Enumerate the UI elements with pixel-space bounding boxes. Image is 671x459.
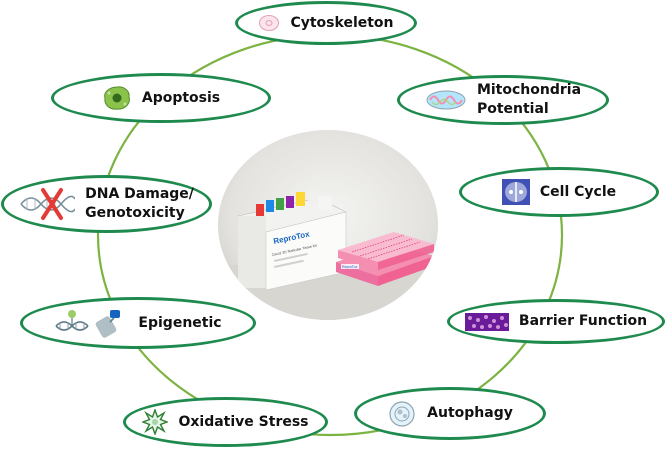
node-cytoskeleton[interactable]: Cytoskeleton bbox=[235, 1, 417, 45]
node-autophagy[interactable]: Autophagy bbox=[354, 387, 546, 440]
node-mitochondria[interactable]: Mitochondria Potential bbox=[397, 75, 609, 125]
node-cell-cycle[interactable]: Cell Cycle bbox=[459, 167, 659, 217]
plate-label-text: ReproTox bbox=[342, 265, 358, 269]
node-label: DNA Damage/ Genotoxicity bbox=[85, 186, 194, 221]
cell-division-icon bbox=[501, 179, 530, 205]
damaged-dna-icon bbox=[20, 188, 76, 220]
node-label: Autophagy bbox=[427, 405, 513, 421]
cell-outline-icon bbox=[259, 15, 280, 31]
node-label: Barrier Function bbox=[518, 313, 648, 329]
node-epigenetic[interactable]: Epigenetic bbox=[20, 297, 256, 349]
node-oxidative-stress[interactable]: Oxidative Stress bbox=[123, 397, 328, 447]
node-label: Cytoskeleton bbox=[290, 14, 394, 31]
node-label: Mitochondria Potential bbox=[476, 82, 582, 117]
center-photo: ReproTox Caco2 3D Testicular Tissue Kit … bbox=[218, 130, 438, 320]
node-label: Oxidative Stress bbox=[178, 413, 309, 430]
node-label: Apoptosis bbox=[141, 89, 221, 106]
node-apoptosis[interactable]: Apoptosis bbox=[51, 73, 271, 123]
barrier-tissue-icon bbox=[464, 312, 509, 331]
dna-methylation-icon bbox=[55, 310, 121, 338]
well-plates: ReproTox bbox=[336, 232, 434, 286]
node-barrier-function[interactable]: Barrier Function bbox=[447, 299, 665, 344]
node-label: Epigenetic bbox=[138, 314, 222, 331]
starburst-icon bbox=[142, 409, 169, 435]
node-label: Cell Cycle bbox=[539, 183, 617, 200]
autophagosome-icon bbox=[389, 400, 415, 427]
apoptotic-cell-icon bbox=[104, 86, 130, 110]
node-dna-damage[interactable]: DNA Damage/ Genotoxicity bbox=[1, 175, 212, 233]
mitochondria-icon bbox=[426, 90, 466, 110]
kit-box: ReproTox Caco2 3D Testicular Tissue Kit bbox=[237, 190, 347, 291]
